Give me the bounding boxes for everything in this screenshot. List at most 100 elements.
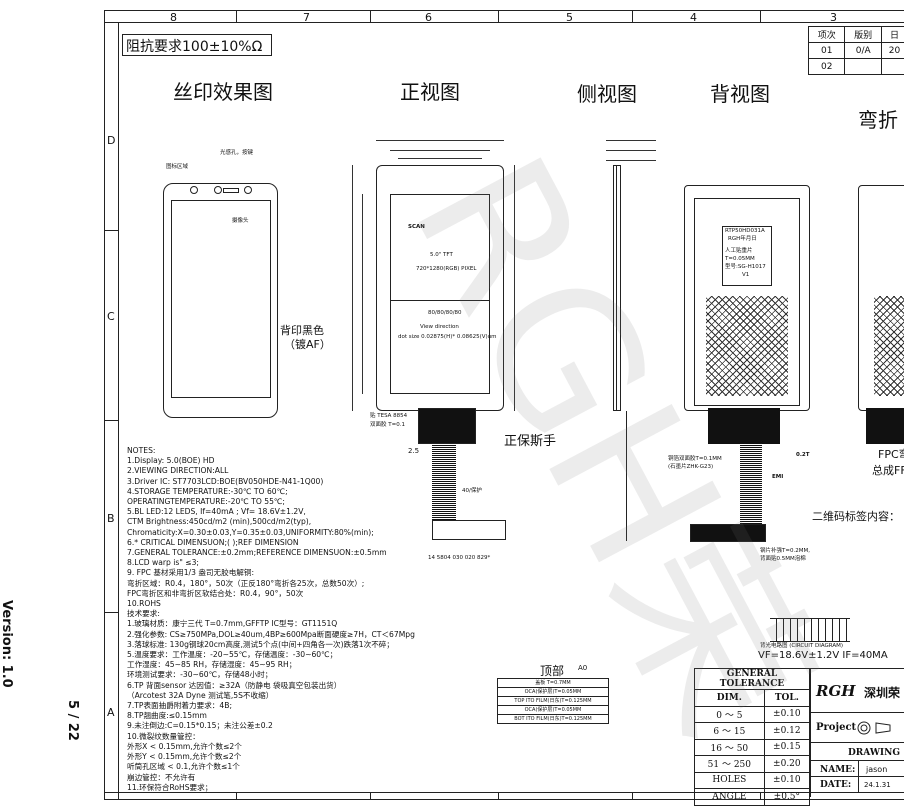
bend-hatch xyxy=(874,296,904,396)
circuit-vf: VF=18.6V±1.2V IF=40MA xyxy=(758,650,888,661)
note-line: 2.强化参数: CS≥750MPa,DOL≥40um,4BP≥600Mpa断面硬… xyxy=(127,629,415,639)
front-dim-line-left xyxy=(352,165,353,411)
top-view-sub: A0 xyxy=(578,664,588,672)
revision-cell: 01 xyxy=(807,42,846,59)
company-logo: RGH xyxy=(816,682,856,700)
back-note: 铜箔双面胶T=0.1MM xyxy=(668,456,722,462)
back-sticker-text: T=0.05MM xyxy=(725,256,755,262)
back-sticker-text: RTP50HD031A xyxy=(725,228,765,234)
note-line: 6.TP 背面sensor 达因值：≥32A（防静电 袋吸真空包装出货） xyxy=(127,680,342,690)
project-label: Project xyxy=(816,722,857,733)
tolerance-value: ±0.20 xyxy=(763,755,811,773)
tolerance-dim: HOLES xyxy=(694,771,765,789)
date-label: DATE: xyxy=(820,780,852,790)
projection-symbol-icon xyxy=(856,720,894,736)
version-text: Version: 1.0 xyxy=(0,600,14,688)
column-label-7: 7 xyxy=(303,11,310,24)
note-line: Chromaticity:X=0.30±0.03,Y=0.35±0.03,UNI… xyxy=(127,527,374,537)
column-divider xyxy=(236,792,237,800)
column-label-6: 6 xyxy=(425,11,432,24)
title-block xyxy=(810,668,904,797)
tolerance-table: GENERAL TOLERANCE DIM. TOL. 0 ～ 5±0.10 6… xyxy=(694,668,811,806)
revision-header: 日 xyxy=(880,26,904,43)
column-divider xyxy=(760,10,761,22)
silk-speaker-slot xyxy=(223,188,239,193)
row-divider xyxy=(104,420,118,421)
title-block-divider xyxy=(810,712,904,713)
silk-camera-hole xyxy=(190,186,198,194)
note-line: FPC弯折区和非弯折区软结合处：R0.4，90°，50次 xyxy=(127,588,304,598)
view-title-side: 侧视图 xyxy=(577,82,637,106)
tolerance-value: ±0.12 xyxy=(763,722,811,740)
view-title-back: 背视图 xyxy=(710,82,770,106)
front-tape-note: 双面胶 T=0.1 xyxy=(370,422,405,428)
tolerance-value: ±0.10 xyxy=(763,771,811,789)
back-fpc-block xyxy=(708,408,780,444)
side-fpc-bend xyxy=(612,411,627,541)
back-dim: 0.2T xyxy=(796,452,810,458)
note-line: 10.ROHS xyxy=(127,599,161,609)
note-line: 11.环保符合RoHS要求； xyxy=(127,782,213,792)
note-line: 5.温度要求：工作温度：-20~55℃，存储温度：-30~60℃； xyxy=(127,650,338,660)
back-note: 钢片补强T=0.2MM, xyxy=(760,548,810,554)
inner-frame-top-line xyxy=(104,22,904,23)
back-sticker-text: V1 xyxy=(742,272,750,278)
view-title-silk: 丝印效果图 xyxy=(173,80,273,104)
silk-note: 摄像头 xyxy=(232,218,249,224)
note-line: 4.STORAGE TEMPERATURE:-30℃ TO 60℃; xyxy=(127,486,288,496)
note-line: 环境测试要求：-30~60℃，存储48小时； xyxy=(127,670,273,680)
column-label-4: 4 xyxy=(690,11,697,24)
silk-note: 光感孔，按键 xyxy=(220,150,254,156)
column-divider xyxy=(370,792,371,800)
front-panel-text: SCAN xyxy=(408,224,425,230)
column-divider xyxy=(370,10,371,22)
note-line: 3.Driver IC: ST7703LCD:BOE(BV050HDE-N41-… xyxy=(127,476,324,486)
tolerance-dim: 16 ～ 50 xyxy=(694,738,765,756)
layer-row: BOT ITO FILM(日东)T=0.125MM xyxy=(497,715,609,724)
row-label-a: A xyxy=(107,706,115,719)
layer-row: OCA(保护层)T=0.05MM xyxy=(497,688,609,697)
column-divider xyxy=(632,792,633,800)
column-divider xyxy=(498,792,499,800)
column-divider xyxy=(498,10,499,22)
inner-frame-bottom-line xyxy=(104,792,904,793)
name-label: NAME: xyxy=(820,765,856,775)
column-divider xyxy=(236,10,237,22)
front-fpc-tail xyxy=(418,408,476,444)
revision-header: 项次 xyxy=(807,26,846,43)
tolerance-title: GENERAL TOLERANCE xyxy=(694,668,810,690)
tolerance-dim: 0 ～ 5 xyxy=(694,705,765,723)
front-fpc-cable xyxy=(432,444,456,524)
bend-fpc-label: FPC弯 xyxy=(878,448,904,461)
impedance-box xyxy=(122,34,272,56)
drawing-label: DRAWING xyxy=(848,748,901,758)
layer-row: OCA(保护层)T=0.05MM xyxy=(497,706,609,715)
column-label-5: 5 xyxy=(566,11,573,24)
back-note: (石墨片ZHK-G23) xyxy=(668,464,714,470)
note-line: 技术要求: xyxy=(127,609,160,619)
note-line: 1.Display: 5.0(BOE) HD xyxy=(127,456,215,466)
title-block-divider xyxy=(810,776,904,777)
back-sticker-text: 人工贴重片 xyxy=(725,248,753,254)
back-emi: EMI xyxy=(772,474,784,480)
note-line: CTM Brightness:450cd/m2 (min),500cd/m2(t… xyxy=(127,517,312,527)
back-fpc-cable xyxy=(740,444,762,524)
front-dim-left: 2.5 xyxy=(408,447,420,455)
front-dim-line-left xyxy=(362,194,363,394)
impedance-text: 阻抗要求100±10%Ω xyxy=(126,39,263,55)
note-line: 8.LCD warp is" ≤3; xyxy=(127,558,199,568)
front-cable-label: 40/保护 xyxy=(462,488,482,494)
column-divider xyxy=(632,10,633,22)
back-fpc-end xyxy=(690,524,766,542)
date-value: 24.1.31 xyxy=(864,781,891,789)
note-line: 9.未注倒边:C=0.15*0.15；未注公差±0.2 xyxy=(127,721,273,731)
silk-sensor-hole xyxy=(244,186,252,194)
side-layer xyxy=(616,165,617,411)
top-view-title: 顶部 xyxy=(540,664,565,678)
front-dim-line-top xyxy=(398,158,482,159)
note-line: 8.TP翘曲度:≤0.15mm xyxy=(127,711,207,721)
title-block-divider xyxy=(810,742,904,743)
note-line: 外形Y < 0.15mm,允许个数≤2个 xyxy=(127,752,242,762)
title-block-vline xyxy=(858,760,859,792)
